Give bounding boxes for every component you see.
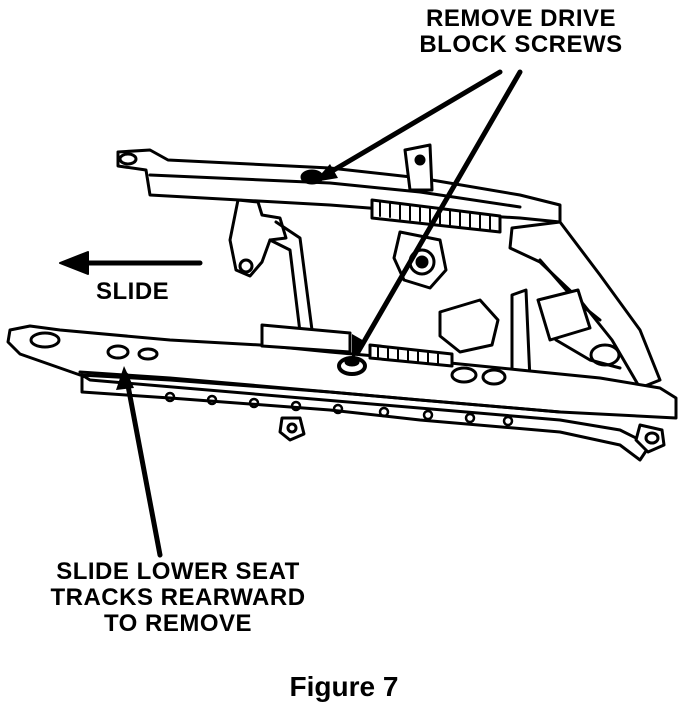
remove-drive-block-screws-label: REMOVE DRIVE BLOCK SCREWS <box>396 6 646 58</box>
leader-line-tracks <box>123 372 163 558</box>
arrowhead-upper-screw <box>314 164 338 182</box>
callout-line: TRACKS REARWARD <box>50 583 306 611</box>
upper-seat-track <box>116 143 562 234</box>
slide-arrow <box>59 251 203 275</box>
arrowhead-lower-screw <box>352 334 366 360</box>
lower-seat-track <box>6 323 678 462</box>
callout-line: SLIDE LOWER SEAT <box>56 558 300 585</box>
slide-label: SLIDE <box>96 278 170 305</box>
slide-lower-seat-tracks-label: SLIDE LOWER SEAT TRACKS REARWARD TO REMO… <box>18 559 338 637</box>
leader-line-screws <box>319 69 523 355</box>
callout-line: REMOVE DRIVE <box>425 5 617 32</box>
arrowhead-track <box>116 366 134 390</box>
seat-riser-bracket <box>228 198 314 334</box>
figure-caption: Figure 7 <box>289 671 399 702</box>
callout-line: TO REMOVE <box>103 609 253 637</box>
callout-line: BLOCK SCREWS <box>419 30 623 58</box>
power-seat-motor <box>392 220 662 390</box>
